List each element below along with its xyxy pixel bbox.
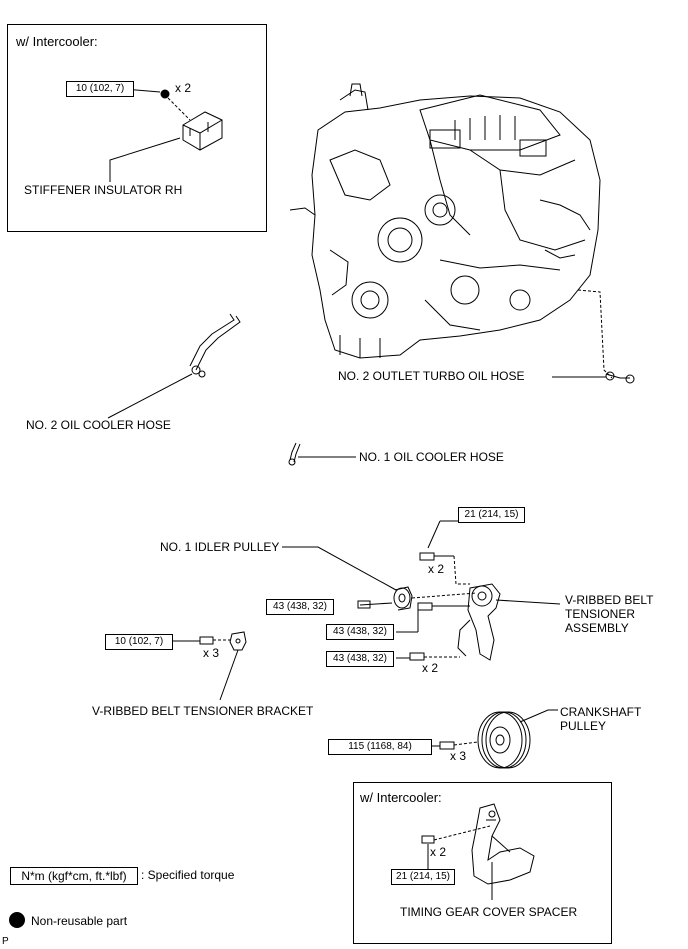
turbo-oil-hose-shape [605,371,635,384]
bracket-callout [219,649,239,701]
legend-torque-desc: : Specified torque [141,868,235,882]
crankshaft-callout [519,709,558,723]
legend-torque-box: N*m (kgf*cm, ft.*lbf) [10,867,138,885]
tensioner-bracket-shape [229,631,247,651]
qty-tensioner-top: x 2 [428,562,445,576]
torque-box-tensioner-low: 43 (438, 32) [326,651,394,667]
idler-pulley-shape [393,586,413,611]
intercooler-panel-bottom-title: w/ Intercooler: [360,790,442,805]
qty-crankshaft: x 3 [450,749,467,763]
stiffener-insulator-shape [182,111,223,151]
label-crankshaft-line2: PULLEY [560,719,607,733]
label-timing-gear-cover-spacer: TIMING GEAR COVER SPACER [400,905,578,919]
label-stiffener-insulator: STIFFENER INSULATOR RH [24,183,183,197]
stiffener-callout [109,137,181,182]
label-tensioner-bracket: V-RIBBED BELT TENSIONER BRACKET [92,704,314,718]
torque-box-crankshaft: 115 (1168, 84) [328,739,432,755]
crankshaft-pulley-shape [477,711,531,769]
label-oil-cooler-hose-1: NO. 1 OIL COOLER HOSE [359,450,504,464]
oil-cooler-hose-1-shape [288,442,301,466]
turbo-hose-dashed [577,289,613,379]
label-tensioner-line1: V-RIBBED BELT [565,593,654,607]
qty-bracket: x 3 [203,646,220,660]
label-tensioner-line3: ASSEMBLY [565,621,629,635]
torque-box-bracket: 10 (102, 7) [105,634,173,650]
tensioner-assembly-shape [457,583,501,661]
qty-spacer: x 2 [430,845,447,859]
intercooler-panel-top [7,24,267,232]
torque-box-stiffener: 10 (102, 7) [66,81,134,97]
timing-spacer-shape [471,803,535,885]
torque-box-idler-pulley: 43 (438, 32) [266,599,334,615]
label-outlet-turbo-oil-hose: NO. 2 OUTLET TURBO OIL HOSE [338,369,525,383]
oil-cooler-hose-2-shape [189,313,241,378]
torque-box-spacer: 21 (214, 15) [391,869,455,885]
corner-letter: P [2,936,9,947]
nonreusable-dot [9,912,25,928]
label-oil-cooler-hose-2: NO. 2 OIL COOLER HOSE [26,418,171,432]
legend-nonreusable-desc: Non-reusable part [31,914,128,928]
intercooler-panel-bottom [353,782,612,944]
label-crankshaft-line1: CRANKSHAFT [560,705,642,719]
torque-box-tensioner-top: 21 (214, 15) [458,507,525,523]
qty-tensioner-low: x 2 [422,661,439,675]
intercooler-panel-top-title: w/ Intercooler: [16,34,98,49]
label-tensioner-line2: TENSIONER [565,607,636,621]
engine-illustration [289,83,601,359]
label-idler-pulley: NO. 1 IDLER PULLEY [160,540,280,554]
oil-cooler-hose-2-callout [107,373,193,419]
idler-pulley-callout [282,546,397,591]
stiffener-bolt [160,89,170,99]
torque-box-tensioner-mid: 43 (438, 32) [326,624,394,640]
tensioner-callout [495,599,561,605]
qty-stiffener: x 2 [175,81,192,95]
